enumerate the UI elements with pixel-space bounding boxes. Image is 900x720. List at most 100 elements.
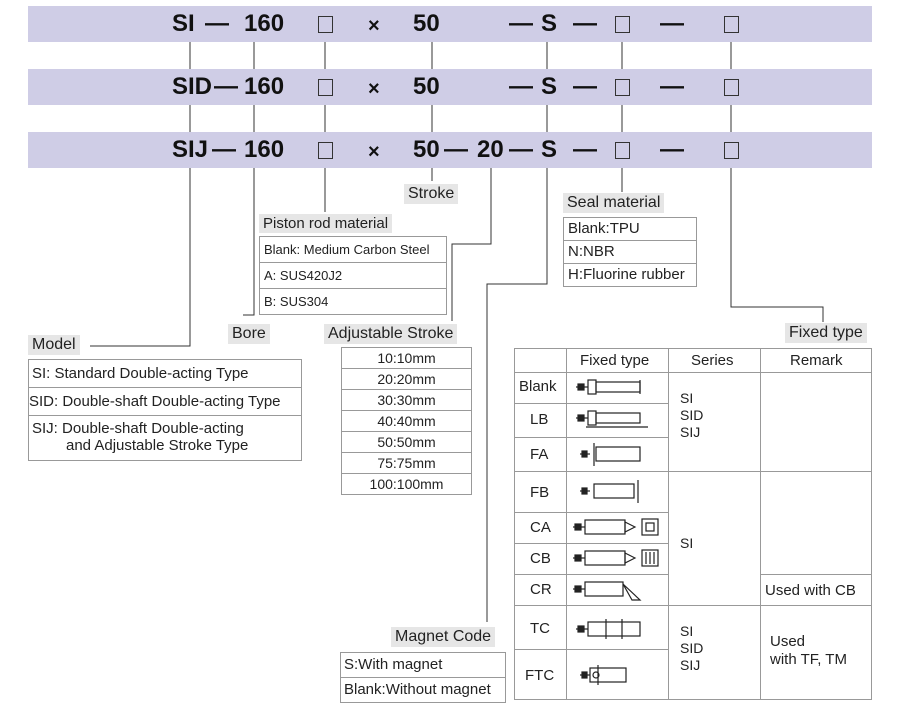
cylinder-blank-icon bbox=[576, 379, 641, 395]
row1-dash5: — bbox=[660, 10, 684, 37]
fixed-type-label: Fixed type bbox=[785, 323, 867, 343]
remark-cr: Used with CB bbox=[765, 582, 856, 599]
row2-times: × bbox=[368, 78, 380, 100]
adjustable-item: 100:100mm bbox=[369, 476, 444, 492]
code-band-3 bbox=[28, 132, 872, 168]
row1-seal-box bbox=[615, 16, 630, 33]
row1-piston-box bbox=[318, 16, 333, 33]
cylinder-cr-icon bbox=[573, 581, 642, 601]
cylinder-ca-icon bbox=[573, 518, 659, 536]
row1-dash1: — bbox=[205, 10, 229, 37]
row1-fixed-box bbox=[724, 16, 739, 33]
row3-s: S bbox=[541, 136, 558, 163]
series-c-item: SIJ bbox=[680, 657, 701, 673]
model-item: SI: Standard Double-acting Type bbox=[29, 360, 301, 388]
row3-piston-box bbox=[318, 142, 333, 159]
cylinder-lb-icon bbox=[576, 410, 648, 428]
row1-times: × bbox=[368, 15, 380, 37]
row3-dash4: — bbox=[573, 136, 597, 163]
magnet-item: Blank:Without magnet bbox=[344, 681, 491, 698]
row3-times: × bbox=[368, 141, 380, 163]
fixed-type-code: CB bbox=[530, 550, 551, 567]
series-c-item: SI bbox=[680, 623, 694, 639]
cylinder-tc-icon bbox=[576, 619, 641, 639]
row1-stroke: 50 bbox=[413, 10, 440, 37]
piston-item: A: SUS420J2 bbox=[260, 263, 446, 289]
row3-bore: 160 bbox=[244, 136, 285, 163]
fixed-type-code: LB bbox=[530, 411, 549, 428]
row2-dash5: — bbox=[660, 73, 684, 100]
row2-dash1: — bbox=[214, 73, 238, 100]
adjustable-stroke-list: 10:10mm 20:20mm 30:30mm 40:40mm 50:50mm … bbox=[341, 347, 472, 495]
row3-dash1: — bbox=[212, 136, 236, 163]
model-list: SI: Standard Double-acting Type SID: Dou… bbox=[28, 359, 302, 461]
piston-item: Blank: Medium Carbon Steel bbox=[260, 237, 446, 263]
adjustable-item: 20:20mm bbox=[342, 369, 471, 390]
fixed-table-header-type: Fixed type bbox=[580, 352, 650, 369]
piston-item: B: SUS304 bbox=[264, 294, 329, 309]
model-label: Model bbox=[28, 335, 80, 355]
piston-rod-list: Blank: Medium Carbon Steel A: SUS420J2 B… bbox=[259, 236, 447, 315]
row2-dash4: — bbox=[573, 73, 597, 100]
fixed-type-code: Blank bbox=[519, 378, 557, 395]
row2-piston-box bbox=[318, 79, 333, 96]
bore-label: Bore bbox=[228, 324, 270, 344]
adjustable-item: 75:75mm bbox=[342, 453, 471, 474]
adjustable-item: 10:10mm bbox=[342, 348, 471, 369]
cylinder-icons bbox=[573, 379, 659, 685]
model-item-line: SIJ: Double-shaft Double-acting bbox=[32, 420, 244, 437]
row1-model: SI bbox=[172, 10, 195, 37]
adjustable-item: 50:50mm bbox=[342, 432, 471, 453]
series-a-item: SID bbox=[680, 407, 704, 423]
row3-fixed-box bbox=[724, 142, 739, 159]
row3-model: SIJ bbox=[172, 136, 209, 163]
fixed-table-header-series: Series bbox=[691, 352, 734, 369]
model-item-line: and Adjustable Stroke Type bbox=[66, 437, 249, 454]
adjustable-stroke-label: Adjustable Stroke bbox=[324, 324, 458, 344]
row2-bore: 160 bbox=[244, 73, 285, 100]
cylinder-ftc-icon bbox=[580, 665, 627, 685]
series-c-item: SID bbox=[680, 640, 704, 656]
magnet-code-label: Magnet Code bbox=[391, 627, 496, 647]
row2-model: SID bbox=[172, 73, 213, 100]
row2-stroke: 50 bbox=[413, 73, 440, 100]
row1-dash4: — bbox=[573, 10, 597, 37]
cylinder-fb-icon bbox=[580, 480, 639, 503]
series-a-item: SI bbox=[680, 390, 694, 406]
row3-dash2: — bbox=[444, 136, 468, 163]
fixed-type-code: CR bbox=[530, 581, 552, 598]
model-item-sij: SIJ: Double-shaft Double-acting and Adju… bbox=[29, 416, 301, 460]
fixed-table-header-remark: Remark bbox=[790, 352, 843, 369]
piston-rod-label: Piston rod material bbox=[259, 214, 393, 233]
remark-tc-line: Used bbox=[770, 633, 806, 650]
fixed-type-code: FA bbox=[530, 446, 549, 463]
stroke-label: Stroke bbox=[404, 184, 459, 204]
adjustable-item: 30:30mm bbox=[342, 390, 471, 411]
magnet-code-list: S:With magnet Blank:Without magnet bbox=[340, 652, 506, 703]
cylinder-cb-icon bbox=[573, 549, 659, 567]
code-band-2 bbox=[28, 69, 872, 105]
row3-dash3: — bbox=[509, 136, 533, 163]
row1-bore: 160 bbox=[244, 10, 285, 37]
fixed-type-code: CA bbox=[530, 519, 551, 536]
row1-s: S bbox=[541, 10, 558, 37]
fixed-type-code: FTC bbox=[525, 667, 555, 684]
row3-dash5: — bbox=[660, 136, 684, 163]
seal-material-label: Seal material bbox=[563, 193, 665, 213]
row2-s: S bbox=[541, 73, 558, 100]
row2-seal-box bbox=[615, 79, 630, 96]
seal-item: H:Fluorine rubber bbox=[568, 266, 685, 283]
adjustable-item: 40:40mm bbox=[342, 411, 471, 432]
fixed-type-code: TC bbox=[530, 620, 550, 637]
seal-material-list: Blank:TPU N:NBR H:Fluorine rubber bbox=[563, 217, 697, 287]
series-b-item: SI bbox=[680, 535, 694, 551]
row2-dash2: — bbox=[509, 73, 533, 100]
seal-item: Blank:TPU bbox=[564, 218, 696, 241]
model-item: SID: Double-shaft Double-acting Type bbox=[29, 388, 301, 416]
row3-adjustable: 20 bbox=[477, 136, 504, 163]
row1-dash2: — bbox=[509, 10, 533, 37]
row3-stroke: 50 bbox=[413, 136, 440, 163]
row3-seal-box bbox=[615, 142, 630, 159]
magnet-item: S:With magnet bbox=[341, 653, 505, 678]
